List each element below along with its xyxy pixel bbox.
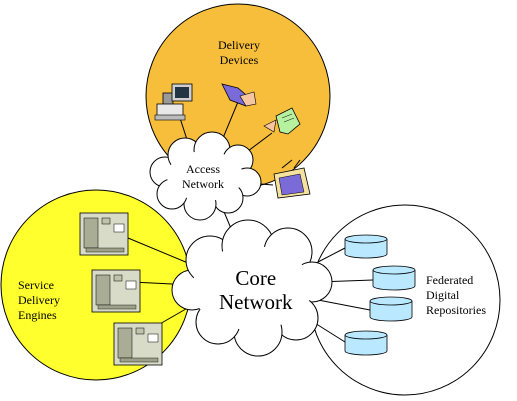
label-line: Service [18,278,54,292]
label-line: Core [235,266,277,290]
label-line: Digital [426,288,460,302]
mobile-phone-icon [221,83,257,107]
access-network-label: Access Network [182,162,224,192]
label-line: Engines [18,308,57,322]
database-icon [372,265,416,291]
label-line: Federated [426,273,474,287]
label-line: Delivery [18,293,60,307]
label-line: Network [219,290,293,314]
label-line: Network [182,177,224,191]
database-icon [344,330,388,356]
federated-repositories-label: Federated Digital Repositories [426,273,486,318]
label-line: Access [186,162,220,176]
database-icon [369,296,413,322]
server-icon [79,212,129,256]
delivery-devices-label: Delivery Devices [218,38,260,68]
television-icon [273,159,311,199]
handheld-device-icon [263,107,301,135]
service-delivery-engines-label: Service Delivery Engines [18,278,60,323]
label-line: Devices [219,53,259,67]
database-icon [344,234,388,259]
core-network-label: Core Network [219,266,292,314]
label-line: Delivery [218,38,260,52]
label-line: Repositories [426,303,486,317]
server-icon [91,269,141,313]
server-icon [113,322,163,366]
desktop-computer-icon [154,83,193,121]
